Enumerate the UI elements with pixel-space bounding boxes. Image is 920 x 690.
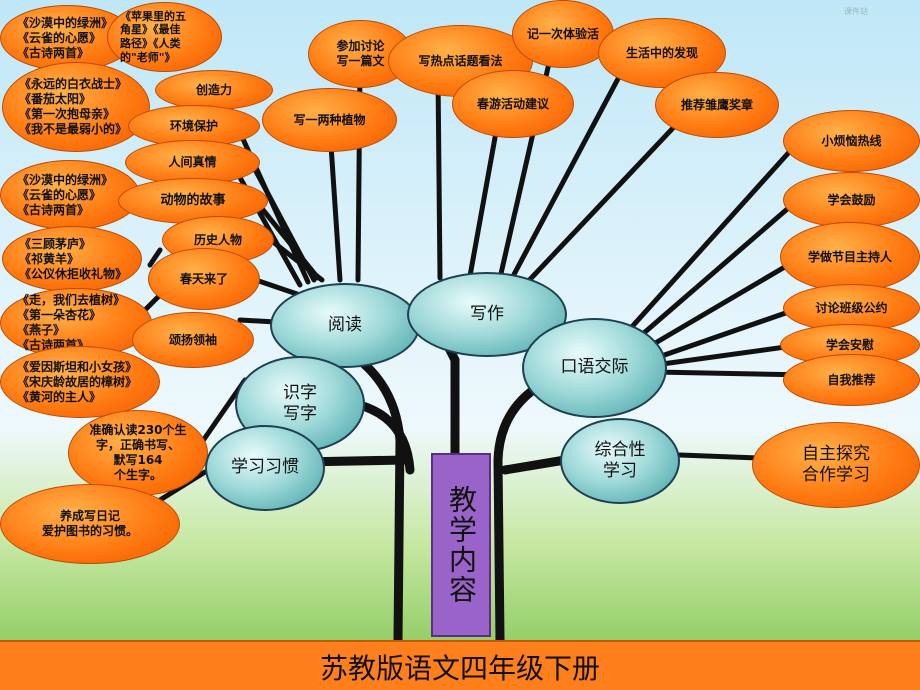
topic-recommend: 推荐雏鹰奖章 bbox=[655, 72, 779, 138]
topic-worries: 小烦恼热线 bbox=[783, 110, 920, 172]
branch-line bbox=[147, 247, 163, 268]
trunk bbox=[500, 455, 570, 475]
branch-line bbox=[652, 342, 803, 368]
topic-self-intro: 自我推荐 bbox=[783, 354, 920, 406]
banner-title: 苏教版语文四年级下册 bbox=[0, 640, 920, 690]
branch-line bbox=[507, 72, 623, 285]
topic-experience: 记一次体验活 bbox=[512, 0, 614, 68]
branch-line bbox=[627, 195, 803, 348]
comprehensive-note: 自主探究 合作学习 bbox=[752, 422, 920, 508]
topic-spring-trip: 春游活动建议 bbox=[452, 70, 574, 138]
branch-line bbox=[435, 72, 443, 281]
branch-line bbox=[517, 107, 693, 293]
topic-animal-stories: 动物的故事 bbox=[118, 178, 268, 224]
reading-text-list: 《永远的白衣战士》 《番茄太阳》 《第一次抱母亲》 《我不是最弱小的》 bbox=[2, 62, 150, 152]
branch-line bbox=[617, 137, 803, 343]
reading-text-list: 《苹果里的五 角星》《最佳 路径》《人类 的"老师"》 bbox=[107, 2, 222, 72]
branch-line bbox=[677, 452, 761, 461]
branch-habit: 学习习惯 bbox=[205, 425, 325, 511]
branch-line bbox=[647, 305, 803, 363]
branch-line bbox=[265, 235, 325, 283]
topic-encourage: 学会鼓励 bbox=[783, 172, 920, 228]
reading-text-list: 《三顾茅庐》 《祁黄羊》 《公仪休拒收礼物》 bbox=[2, 226, 142, 292]
center-label: 教学内容 bbox=[431, 453, 491, 637]
watermark: 课件站 bbox=[844, 7, 868, 16]
reading-text-list: 《爱因斯坦和小女孩》 《宋庆龄故居的樟树》 《黄河的主人》 bbox=[0, 346, 160, 418]
branch-line bbox=[467, 107, 503, 279]
topic-plants: 写一两种植物 bbox=[262, 88, 397, 152]
branch-line bbox=[637, 255, 803, 355]
habit-note: 养成写日记 爱护图书的习惯。 bbox=[0, 484, 180, 564]
topic-praise: 颂扬领袖 bbox=[132, 312, 254, 368]
topic-host: 学做节目主持人 bbox=[780, 222, 920, 292]
branch-comprehensive: 综合性 学习 bbox=[560, 418, 680, 504]
branch-oral: 口语交际 bbox=[522, 318, 667, 418]
branch-line bbox=[327, 127, 343, 283]
topic-spring: 春天来了 bbox=[148, 248, 260, 310]
branch-line bbox=[252, 197, 321, 281]
trunk bbox=[493, 370, 565, 645]
topic-creativity: 创造力 bbox=[155, 70, 273, 110]
